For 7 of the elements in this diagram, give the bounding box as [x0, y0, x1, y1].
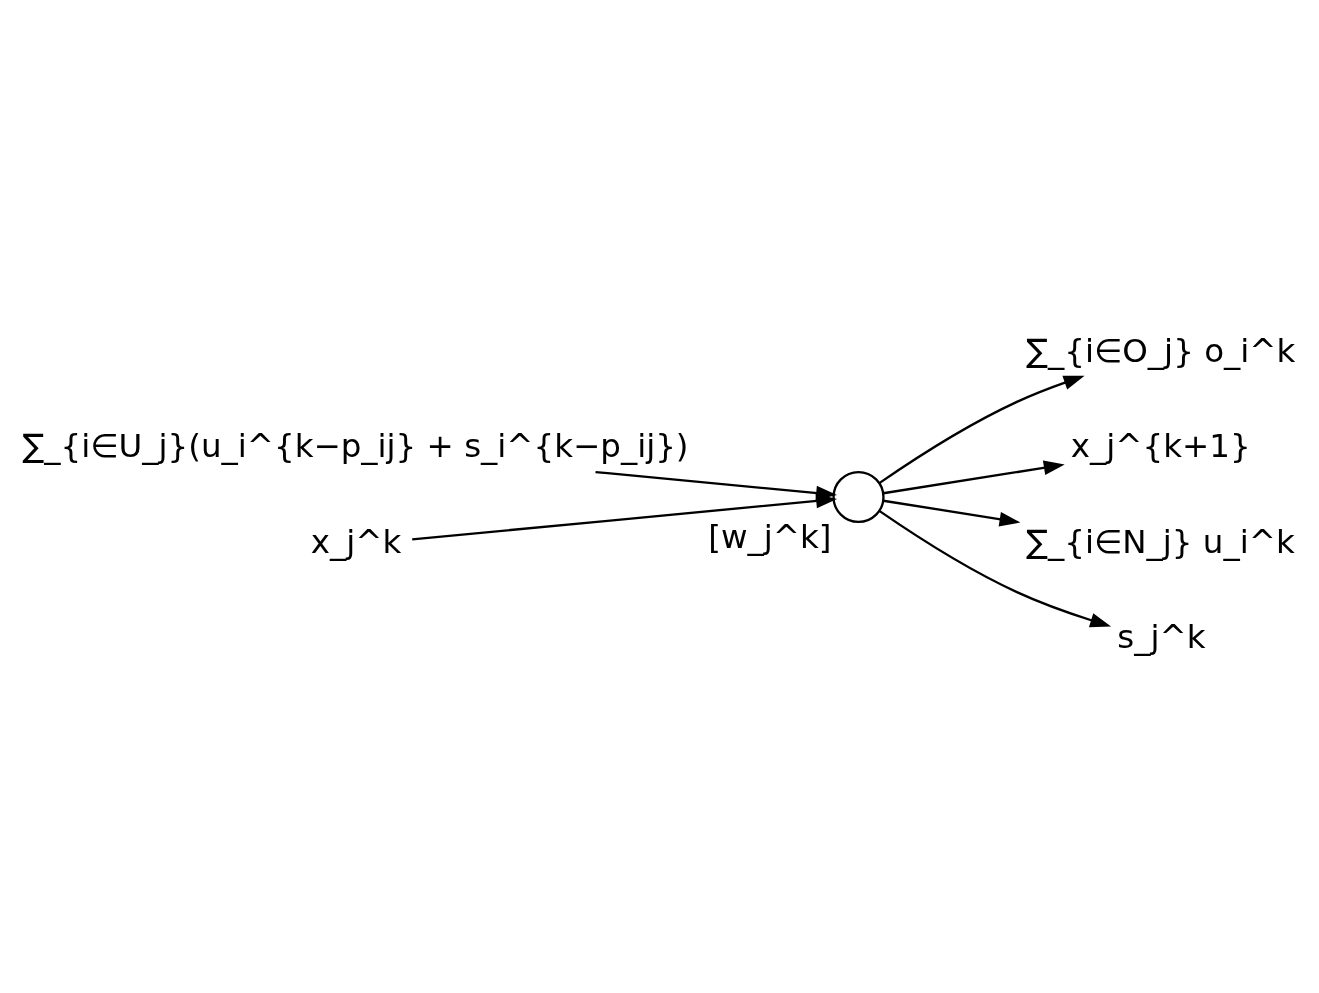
node-label: [w_j^k] [708, 517, 832, 556]
node-text: ∑_{i∈O_j} o_i^k [1026, 331, 1296, 370]
node-text: ∑_{i∈N_j} u_i^k [1026, 522, 1295, 561]
node-text: ∑_{i∈U_j}(u_i^{k−p_ij} + s_i^{k−p_ij}) [22, 426, 689, 465]
node-text: s_j^k [1117, 617, 1206, 656]
node-text: x_j^k [310, 522, 402, 561]
node-text: x_j^{k+1} [1070, 426, 1251, 465]
